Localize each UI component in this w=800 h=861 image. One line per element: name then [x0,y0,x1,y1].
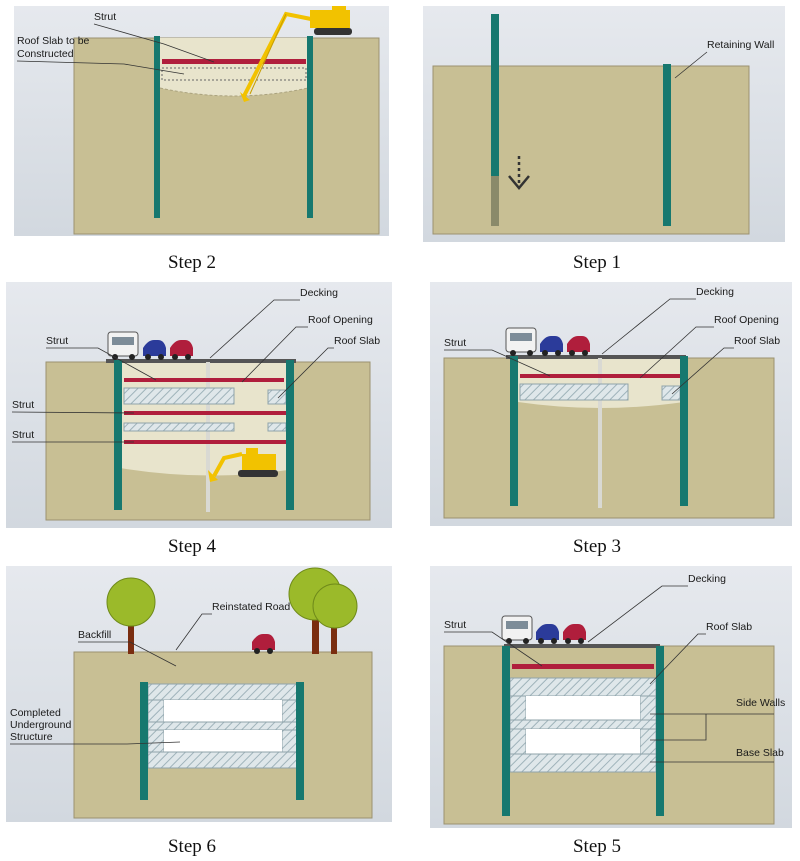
retaining-wall-left [114,360,122,510]
strut-3 [124,440,286,444]
label-reinstated-road: Reinstated Road [212,601,290,613]
retaining-wall-right [680,356,688,506]
roof-slab [509,677,657,697]
car-red-icon [252,634,275,654]
roof-slab-right [267,389,287,405]
slab-2 [123,422,235,432]
car-red-icon [170,340,193,360]
panel-step-3: Decking Roof Opening Strut Roof Slab [430,282,792,526]
tree-right [288,567,358,654]
strut [162,59,306,64]
bus-icon [501,615,533,644]
caption-step-1: Step 1 [572,252,622,273]
panel-step-6: Reinstated Road Backfill Completed Under… [6,566,392,822]
panel-step-5: Decking Strut Roof Slab Side Walls Base … [430,566,792,828]
retaining-wall [663,64,671,226]
step-2-diagram: Strut Roof Slab to be Constructed [14,6,389,236]
roof-slab-to-be-constructed [161,67,307,81]
decking [504,644,660,648]
down-arrow-icon [508,156,530,190]
caption-step-6: Step 6 [167,836,217,857]
label-roof-slab: Roof Slab [706,621,752,633]
label-decking: Decking [688,573,726,585]
strut-1 [124,378,284,382]
base-slab [509,753,657,773]
caption-step-2: Step 2 [167,252,217,273]
label-roof-opening: Roof Opening [714,314,779,326]
bus-icon [505,327,537,356]
wall-below-ground [491,176,499,226]
label-roof-slab-line1: Roof Slab to be [17,35,90,47]
label-completed-line2: Underground [10,719,71,731]
step-1-diagram: Retaining Wall [423,6,785,242]
car-blue-icon [540,336,563,356]
panel-step-1: Retaining Wall [423,6,785,242]
retaining-wall-left [510,356,518,506]
panel-step-4: Decking Roof Opening Strut Roof Slab Str… [6,282,392,528]
roof-slab [519,383,629,401]
caption-step-5: Step 5 [572,836,622,857]
label-strut-2: Strut [12,399,34,411]
tree-left [106,577,156,654]
retaining-wall-right [656,646,664,816]
car-blue-icon [536,624,559,644]
step-5-diagram: Decking Strut Roof Slab Side Walls Base … [430,566,792,828]
retaining-wall-left [140,682,148,800]
label-decking: Decking [696,286,734,298]
middle-slab [509,719,657,730]
label-strut-3: Strut [12,429,34,441]
car-red-icon [563,624,586,644]
completed-underground-structure [147,683,299,769]
roof-slab [123,387,235,405]
decking [506,355,686,359]
car-blue-icon [143,340,166,360]
retaining-wall-left [502,646,510,816]
retaining-wall-left [154,36,160,218]
label-completed-line1: Completed [10,707,61,719]
panel-step-2: Strut Roof Slab to be Constructed [14,6,389,236]
caption-step-4: Step 4 [167,536,217,557]
label-decking: Decking [300,287,338,299]
label-strut-1: Strut [46,335,68,347]
label-roof-slab-line2: Constructed [17,48,74,60]
step-3-diagram: Decking Roof Opening Strut Roof Slab [430,282,792,526]
caption-step-3: Step 3 [572,536,622,557]
label-base-slab: Base Slab [736,747,784,759]
step-4-diagram: Decking Roof Opening Strut Roof Slab Str… [6,282,392,528]
label-roof-opening: Roof Opening [308,314,373,326]
label-strut: Strut [94,11,116,23]
strut [520,374,680,378]
label-roof-slab: Roof Slab [334,335,380,347]
label-side-walls: Side Walls [736,697,785,709]
excavation-pit [160,38,308,96]
retaining-wall-right [296,682,304,800]
step-6-diagram: Reinstated Road Backfill Completed Under… [6,566,392,822]
car-red-icon [567,336,590,356]
label-strut: Strut [444,619,466,631]
label-backfill: Backfill [78,629,111,641]
strut-2 [124,411,286,415]
label-completed-line3: Structure [10,731,53,743]
decking [106,359,296,363]
excavator [208,448,278,482]
strut [512,664,654,669]
retaining-wall-right [286,360,294,510]
soil [432,65,750,235]
retaining-wall-installing [491,14,499,184]
label-retaining-wall: Retaining Wall [707,39,774,51]
retaining-wall-right [307,36,313,218]
label-strut: Strut [444,337,466,349]
label-roof-slab: Roof Slab [734,335,780,347]
excavator [240,6,352,102]
roof-slab-right [661,385,681,401]
